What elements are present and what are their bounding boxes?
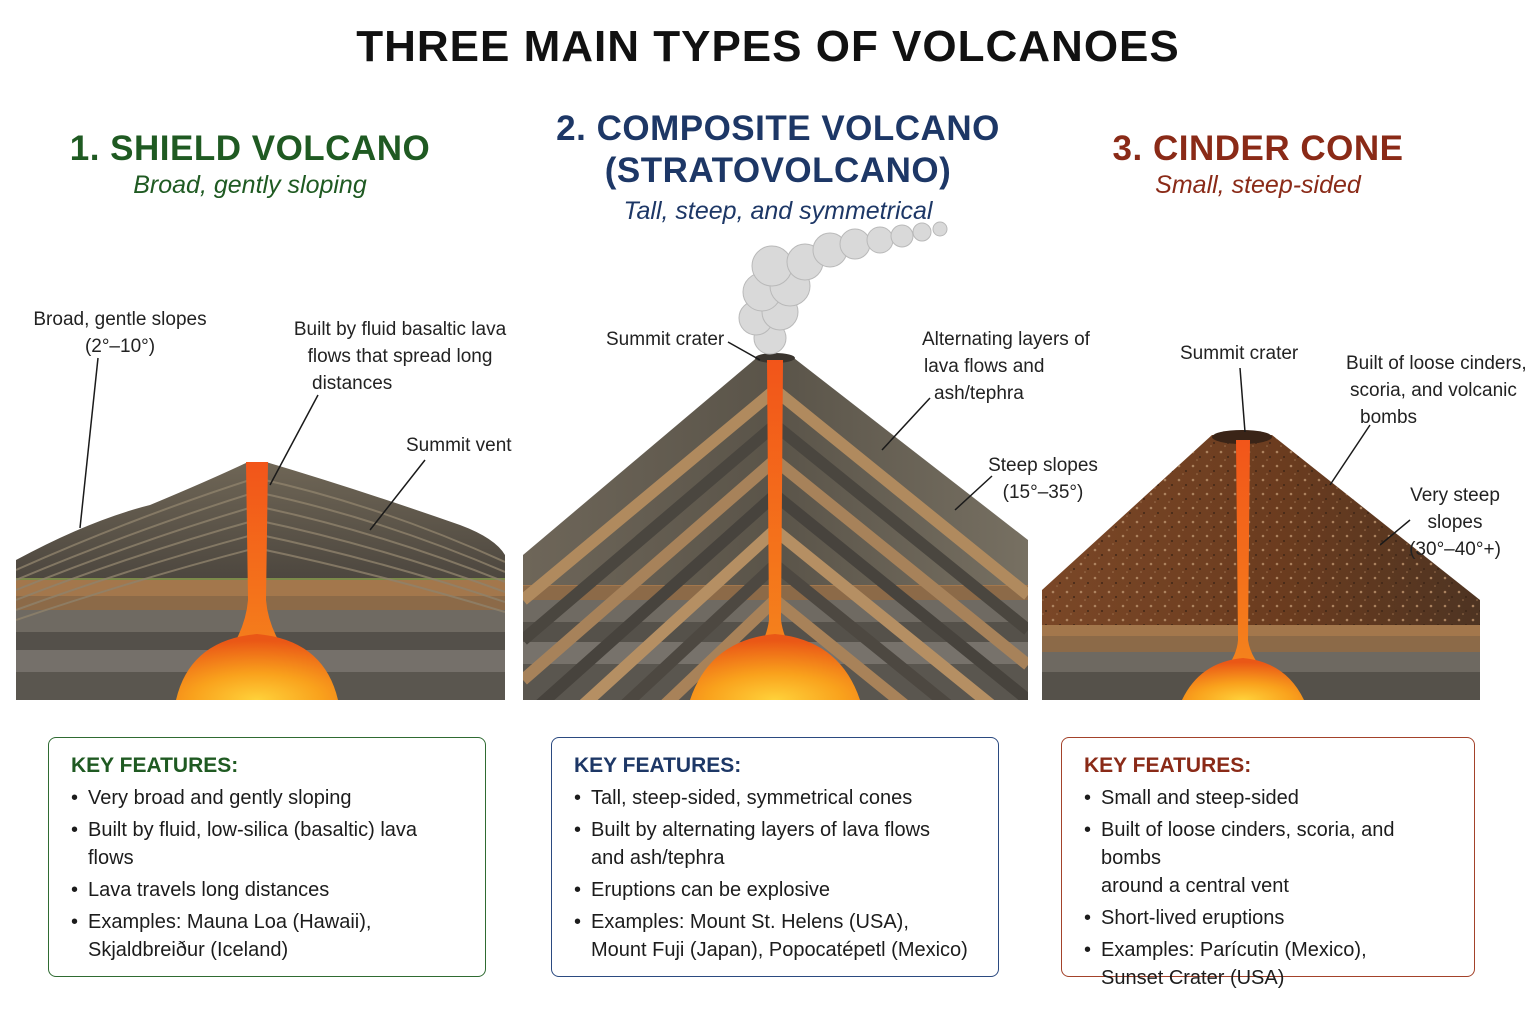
list-item: Built of loose cinders, scoria, and bomb… [1084,816,1454,900]
list-item: Built by alternating layers of lava flow… [574,816,978,872]
list-item: Tall, steep-sided, symmetrical cones [574,784,978,812]
composite-subtitle: Tall, steep, and symmetrical [623,197,933,225]
cinder-key-features-heading: KEY FEATURES: [1084,754,1252,777]
list-item: Lava travels long distances [71,876,465,904]
composite-features-list: Tall, steep-sided, symmetrical cones Bui… [574,784,978,964]
shield-volcano-illustration [16,462,505,700]
composite-layers-line1: Alternating layers of [922,329,1090,350]
cinder-built-line1: Built of loose cinders, [1346,353,1527,374]
composite-volcano-illustration [523,221,1028,700]
cinder-cone-illustration [1042,430,1480,700]
cinder-features-list: Small and steep-sided Built of loose cin… [1084,784,1454,992]
shield-built-line3: distances [312,373,393,394]
cinder-heading: 3. CINDER CONE [1112,129,1404,168]
cinder-subtitle: Small, steep-sided [1155,171,1361,199]
list-item: Examples: Parícutin (Mexico),Sunset Crat… [1084,936,1454,992]
smoke-plume [738,221,948,355]
cinder-slopes-label: Very steep slopes (30°–40°+) [1382,482,1528,563]
composite-layers-line3: ash/tephra [934,383,1024,404]
cinder-header: 3. CINDER CONE Small, steep-sided [1008,128,1508,200]
list-item: Small and steep-sided [1084,784,1454,812]
composite-slopes-line1: Steep slopes [988,455,1098,476]
shield-key-features-heading: KEY FEATURES: [71,754,239,777]
shield-features-list: Very broad and gently sloping Built by f… [71,784,465,964]
composite-crater-label: Summit crater [606,329,725,350]
list-item: Examples: Mauna Loa (Hawaii),Skjaldbreið… [71,908,465,964]
cinder-slopes-line2: (30°–40°+) [1409,539,1501,560]
list-item: Short-lived eruptions [1084,904,1454,932]
cinder-crater-label: Summit crater [1180,343,1299,364]
composite-layers-line2: lava flows and [924,356,1045,377]
composite-key-features-box: KEY FEATURES: Tall, steep-sided, symmetr… [551,737,999,977]
list-item: Examples: Mount St. Helens (USA),Mount F… [574,908,978,964]
shield-built-label: Built by fluid basaltic lava flows that … [290,316,510,397]
shield-vent-label: Summit vent [406,435,512,456]
shield-key-features-box: KEY FEATURES: Very broad and gently slop… [48,737,486,977]
composite-layers-label: Alternating layers of lava flows and ash… [922,326,1122,407]
cinder-built-label: Built of loose cinders, scoria, and volc… [1346,350,1536,431]
cinder-slopes-line1: Very steep slopes [1410,485,1500,533]
cinder-built-line2: scoria, and volcanic [1350,380,1517,401]
page-title: THREE MAIN TYPES OF VOLCANOES [356,22,1180,71]
composite-slopes-line2: (15°–35°) [1002,482,1084,503]
cinder-built-line3: bombs [1360,407,1418,428]
shield-heading: 1. SHIELD VOLCANO [69,129,431,168]
shield-slopes-line2: (2°–10°) [84,336,156,357]
shield-built-line2: flows that spread long [307,346,493,367]
list-item: Eruptions can be explosive [574,876,978,904]
composite-heading-line2: (STRATOVOLCANO) [604,151,952,190]
composite-header: 2. COMPOSITE VOLCANO (STRATOVOLCANO) Tal… [528,108,1028,226]
composite-heading-line1: 2. COMPOSITE VOLCANO [556,109,1000,148]
annotation-leader-lines [79,341,1411,546]
list-item: Built by fluid, low-silica (basaltic) la… [71,816,465,872]
shield-header: 1. SHIELD VOLCANO Broad, gently sloping [0,128,500,200]
shield-built-line1: Built by fluid basaltic lava [293,319,507,340]
composite-slopes-label: Steep slopes (15°–35°) [978,452,1108,506]
composite-key-features-heading: KEY FEATURES: [574,754,742,777]
cinder-key-features-box: KEY FEATURES: Small and steep-sided Buil… [1061,737,1475,989]
shield-slopes-label: Broad, gentle slopes (2°–10°) [20,306,220,360]
shield-slopes-line1: Broad, gentle slopes [33,309,207,330]
shield-subtitle: Broad, gently sloping [133,171,367,199]
list-item: Very broad and gently sloping [71,784,465,812]
